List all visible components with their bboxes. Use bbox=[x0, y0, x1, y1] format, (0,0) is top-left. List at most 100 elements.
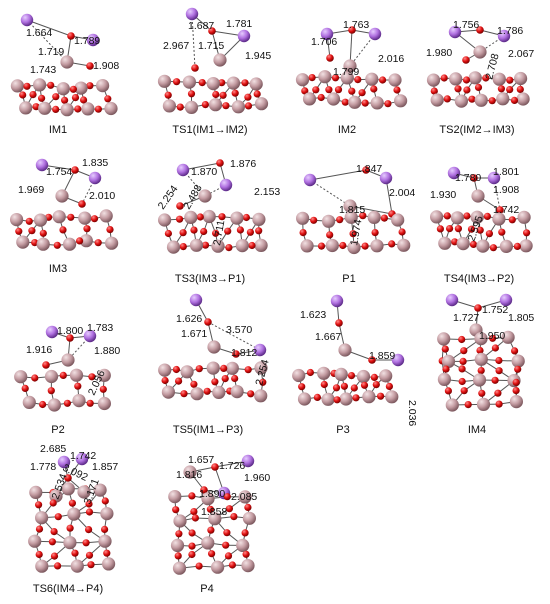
oxygen-atom bbox=[489, 244, 497, 252]
atoms bbox=[10, 158, 119, 251]
adsorbate-atom bbox=[379, 171, 393, 185]
oxygen-atom bbox=[489, 334, 497, 342]
cluster-atom bbox=[496, 92, 510, 106]
cluster-atom bbox=[476, 239, 490, 253]
oxygen-atom bbox=[231, 89, 239, 97]
oxygen-atom bbox=[90, 215, 99, 223]
panel-ts2: 1.756 1.786 1.980 2.708 2.067 TS2(IM2→IM… bbox=[426, 19, 534, 136]
oxygen-atom bbox=[59, 371, 67, 379]
oxygen-atom bbox=[485, 230, 493, 238]
oxygen-atom bbox=[28, 227, 36, 235]
panel-ts5: 1.626 1.671 3.570 1.812 2.254 TS5(IM1→P3… bbox=[158, 293, 272, 436]
bond bbox=[182, 162, 221, 171]
oxygen-atom bbox=[86, 399, 94, 407]
oxygen-atom bbox=[52, 105, 60, 113]
oxygen-atom bbox=[172, 506, 180, 514]
oxygen-atom bbox=[301, 87, 309, 95]
oxygen-atom bbox=[190, 508, 198, 516]
oxygen-atom bbox=[361, 242, 369, 250]
adsorbate-atom bbox=[57, 455, 71, 469]
cluster-atom bbox=[370, 96, 384, 110]
cluster-atom bbox=[29, 485, 43, 499]
distance-label: 1.763 bbox=[343, 19, 369, 31]
oxygen-atom bbox=[222, 102, 230, 110]
oxygen-atom bbox=[53, 241, 61, 249]
panel-caption: IM1 bbox=[49, 124, 67, 136]
cluster-atom bbox=[254, 238, 268, 252]
oxygen-atom bbox=[333, 396, 341, 404]
oxygen-atom bbox=[50, 528, 58, 536]
distance-label: 2.085 bbox=[231, 491, 257, 503]
atoms bbox=[158, 293, 268, 403]
oxygen-atom bbox=[495, 400, 503, 408]
oxygen-atom bbox=[187, 90, 196, 98]
cluster-atom bbox=[492, 212, 506, 226]
oxygen-atom bbox=[67, 213, 75, 221]
atoms bbox=[28, 452, 116, 573]
cluster-atom bbox=[35, 511, 49, 525]
oxygen-atom bbox=[74, 382, 82, 390]
oxygen-atom bbox=[310, 216, 318, 224]
cluster-atom bbox=[321, 392, 335, 406]
distance-label: 1.664 bbox=[26, 27, 52, 39]
cluster-atom bbox=[437, 332, 451, 346]
cluster-atom bbox=[344, 210, 358, 224]
cluster-atom bbox=[334, 367, 348, 381]
oxygen-atom bbox=[372, 381, 380, 389]
distance-label: 1.781 bbox=[226, 18, 252, 30]
distance-label: 1.715 bbox=[198, 40, 224, 52]
cluster-atom bbox=[67, 507, 81, 521]
atoms bbox=[426, 25, 530, 108]
oxygen-atom bbox=[482, 74, 490, 82]
oxygen-atom bbox=[335, 319, 343, 327]
distance-label: 1.974 bbox=[348, 218, 364, 246]
cluster-atom bbox=[190, 387, 204, 401]
cluster-atom bbox=[14, 370, 28, 384]
cluster-atom bbox=[356, 369, 371, 384]
cluster-atom bbox=[10, 79, 24, 93]
oxygen-atom bbox=[506, 86, 514, 94]
cluster-atom bbox=[362, 390, 376, 404]
oxygen-atom bbox=[201, 101, 209, 109]
adsorbate-atom bbox=[20, 13, 34, 27]
oxygen-atom bbox=[379, 76, 387, 84]
oxygen-atom bbox=[221, 375, 229, 383]
adsorbate-atom bbox=[391, 353, 405, 367]
cluster-atom bbox=[471, 189, 485, 203]
oxygen-atom bbox=[440, 74, 448, 82]
adsorbate-atom bbox=[45, 325, 59, 339]
distance-label: 1.780 bbox=[455, 172, 481, 184]
oxygen-atom bbox=[190, 380, 198, 388]
distance-label: 1.657 bbox=[188, 454, 214, 466]
cluster-atom bbox=[35, 559, 49, 573]
adsorbate-atom bbox=[487, 171, 501, 185]
oxygen-atom bbox=[191, 514, 199, 522]
oxygen-atom bbox=[464, 401, 472, 409]
oxygen-atom bbox=[179, 243, 187, 251]
oxygen-atom bbox=[32, 103, 40, 111]
distance-label: 1.742 bbox=[493, 204, 519, 216]
cluster-atom bbox=[213, 53, 227, 67]
cluster-atom bbox=[241, 559, 255, 573]
oxygen-atom bbox=[462, 56, 470, 64]
oxygen-atom bbox=[83, 225, 91, 233]
dashed-bond bbox=[207, 321, 261, 351]
oxygen-atom bbox=[244, 93, 252, 101]
cluster-atom bbox=[348, 95, 362, 109]
oxygen-atom bbox=[332, 384, 341, 392]
oxygen-atom bbox=[248, 241, 256, 250]
distance-label: 1.623 bbox=[300, 309, 326, 321]
adsorbate-atom bbox=[86, 33, 100, 47]
distance-label: 2.685 bbox=[40, 443, 66, 455]
oxygen-atom bbox=[188, 492, 196, 500]
distance-label: 1.815 bbox=[339, 204, 365, 216]
cluster-atom bbox=[201, 492, 215, 506]
cluster-atom bbox=[38, 101, 52, 115]
oxygen-atom bbox=[48, 538, 57, 546]
atoms bbox=[168, 454, 256, 575]
cluster-atom bbox=[60, 55, 74, 69]
oxygen-atom bbox=[476, 226, 484, 234]
distance-label: 1.799 bbox=[333, 66, 359, 78]
oxygen-atom bbox=[196, 213, 204, 221]
oxygen-atom bbox=[174, 552, 182, 560]
